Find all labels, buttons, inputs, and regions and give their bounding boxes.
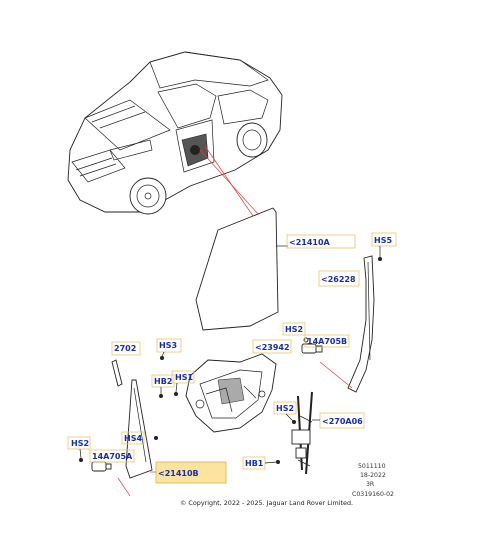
svg-text:HS2: HS2 (276, 404, 294, 413)
callout-hs5[interactable]: HS5 (371, 232, 397, 247)
svg-text:<23942: <23942 (255, 343, 290, 352)
svg-text:<270A06: <270A06 (322, 417, 363, 426)
glass-run-channel (319, 255, 375, 393)
fasteners (79, 257, 382, 464)
svg-text:HS2: HS2 (285, 325, 303, 334)
callout-14a705a[interactable]: 14A705A (89, 449, 135, 463)
callout-26228[interactable]: <26228 (318, 270, 360, 287)
svg-text:3R: 3R (366, 481, 375, 488)
callout-23942[interactable]: <23942 (252, 339, 292, 354)
callout-hs2-upper[interactable]: HS2 (282, 322, 306, 336)
callout-14a705b[interactable]: 14A705B (304, 334, 350, 348)
svg-text:HS1: HS1 (175, 373, 193, 382)
window-regulator (291, 391, 313, 475)
callout-2702[interactable]: 2702 (111, 341, 141, 356)
svg-text:HS2: HS2 (71, 439, 89, 448)
svg-text:HS4: HS4 (124, 434, 142, 443)
copyright-text: © Copyright, 2022 - 2025. Jaguar Land Ro… (180, 499, 353, 507)
front-door-glass (195, 207, 279, 331)
svg-text:5011110: 5011110 (358, 463, 386, 470)
reference-code: 5011110 18-2022 3R C0319160-02 (352, 463, 394, 498)
bracket-2702 (111, 359, 123, 387)
vehicle-illustration (67, 51, 283, 215)
svg-text:HB2: HB2 (154, 377, 172, 386)
callout-hs1[interactable]: HS1 (171, 370, 195, 384)
callout-hb2[interactable]: HB2 (151, 374, 175, 388)
callout-270a06[interactable]: <270A06 (319, 412, 365, 429)
quarter-glass (117, 379, 153, 497)
svg-text:18-2022: 18-2022 (360, 472, 386, 479)
svg-text:C0319160-02: C0319160-02 (352, 491, 394, 498)
window-motor-upper (301, 337, 323, 354)
callout-21410b[interactable]: <21410B (155, 461, 227, 484)
svg-text:14A705A: 14A705A (92, 452, 133, 461)
svg-text:14A705B: 14A705B (307, 337, 347, 346)
callout-hs3[interactable]: HS3 (156, 338, 182, 353)
svg-text:<21410A: <21410A (289, 238, 331, 247)
window-motor-lower (91, 461, 112, 472)
svg-text:HB1: HB1 (245, 459, 264, 468)
svg-text:<26228: <26228 (321, 275, 356, 284)
svg-text:HS3: HS3 (159, 341, 177, 350)
callout-hs2-mid[interactable]: HS2 (273, 401, 297, 415)
svg-text:<21410B: <21410B (158, 469, 199, 478)
svg-text:2702: 2702 (114, 344, 136, 353)
callout-21410a[interactable]: <21410A (286, 234, 356, 249)
door-carrier-module (185, 353, 277, 433)
callout-hs2-lower[interactable]: HS2 (67, 436, 91, 450)
callout-hb1[interactable]: HB1 (242, 456, 266, 470)
svg-text:HS5: HS5 (374, 236, 392, 245)
callout-hs4[interactable]: HS4 (121, 431, 145, 445)
